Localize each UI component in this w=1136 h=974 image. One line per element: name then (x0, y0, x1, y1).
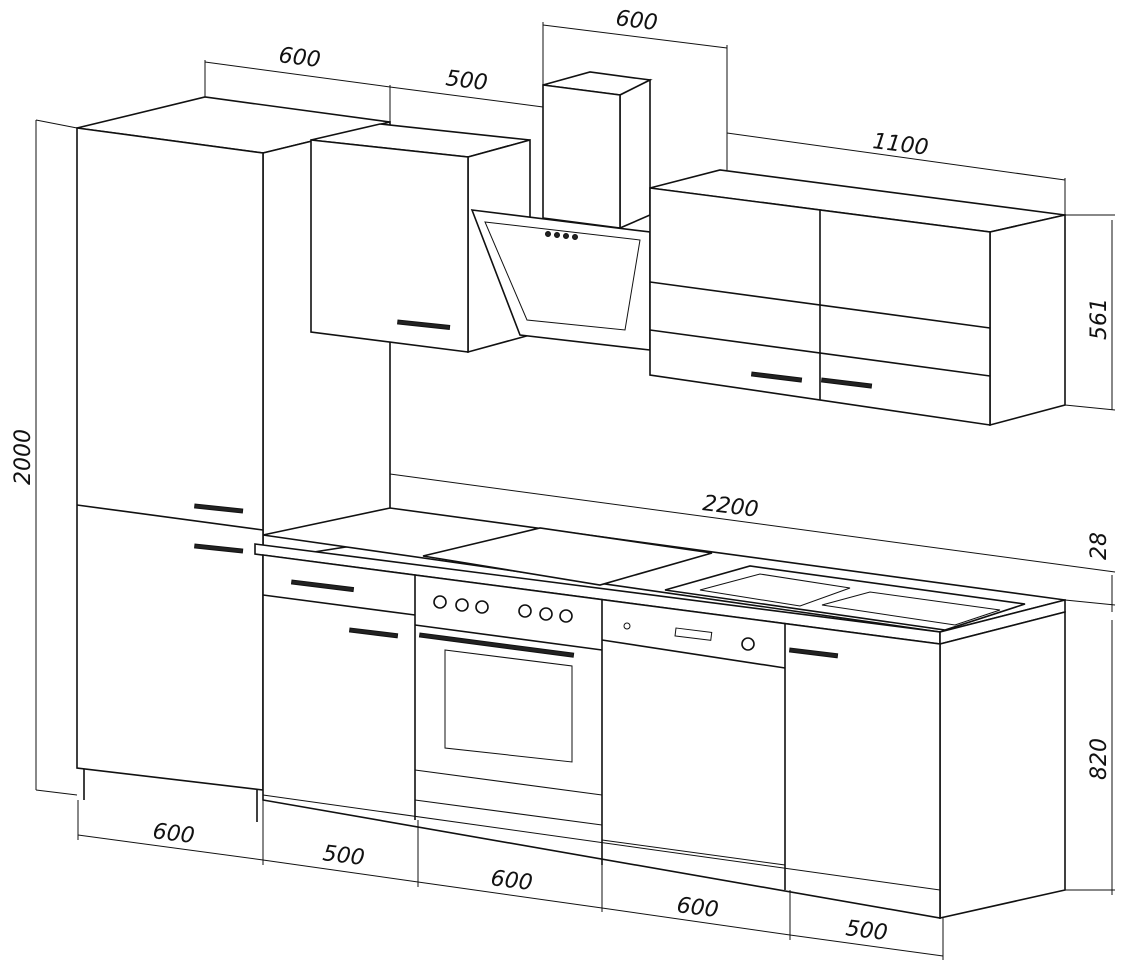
sink (664, 565, 1026, 631)
dim-tall-width: 600 (277, 43, 322, 73)
dim-base-width-3: 600 (489, 866, 534, 896)
oven-window (444, 649, 573, 763)
dim-tall-height: 2000 (11, 429, 36, 485)
upper-right-cabinets (649, 169, 1066, 427)
dim-base-width-4: 600 (675, 893, 720, 923)
extractor-hood (470, 71, 653, 351)
dim-upper-right-width: 1100 (871, 129, 930, 161)
dim-hood-width: 600 (614, 6, 659, 36)
dim-countertop-length: 2200 (701, 491, 760, 523)
oven-knobs (433, 595, 573, 623)
dim-upper-height: 561 (1087, 298, 1112, 340)
upper-left-cabinet (310, 123, 531, 354)
tall-cabinet (76, 96, 391, 822)
dimension-lines (35, 22, 1116, 960)
hood-buttons (545, 231, 578, 240)
dim-base-width-2: 500 (321, 841, 366, 871)
dim-base-height: 820 (1087, 738, 1112, 780)
dim-base-width-1: 600 (151, 819, 196, 849)
cooktop (422, 527, 713, 586)
countertop (254, 507, 1066, 646)
dim-base-width-5: 500 (844, 916, 889, 946)
dim-countertop-thickness: 28 (1087, 532, 1112, 560)
dim-upper-left-width: 500 (444, 66, 489, 96)
